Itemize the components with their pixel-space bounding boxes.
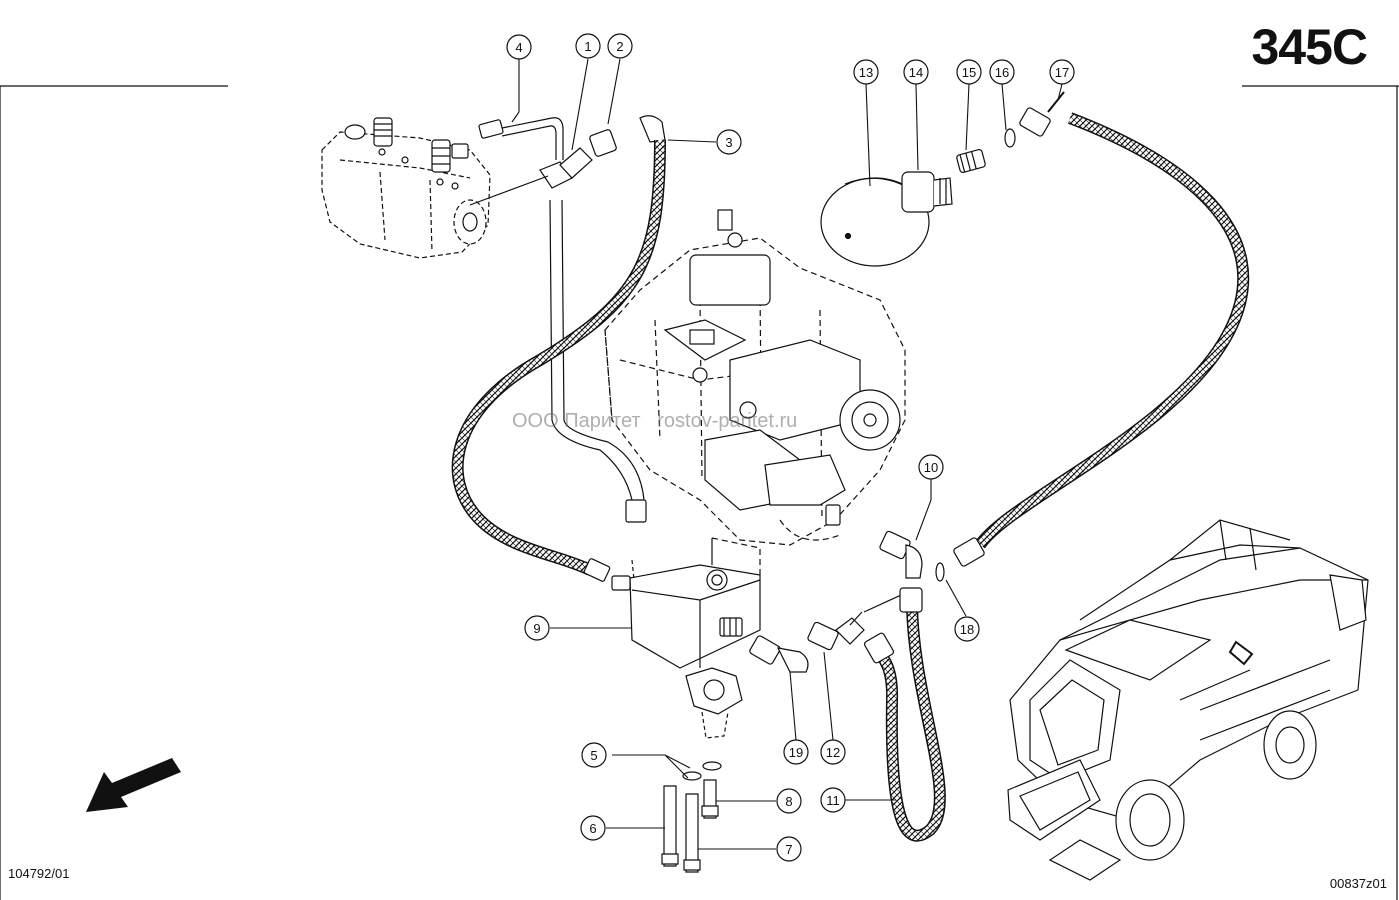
hose-right — [953, 91, 1250, 567]
callout-10: 10 — [918, 454, 944, 480]
callout-17: 17 — [1049, 59, 1075, 85]
hydrostatic-pump — [604, 209, 906, 546]
callout-label: 8 — [785, 794, 792, 809]
callout-16: 16 — [989, 59, 1015, 85]
elbow-fitting — [879, 530, 945, 582]
callout-13: 13 — [853, 59, 879, 85]
combine-harvester-illustration — [1007, 519, 1369, 881]
callout-12: 12 — [820, 739, 846, 765]
page-code: 345C — [1251, 19, 1368, 75]
callout-2: 2 — [607, 33, 633, 59]
hose-bottom — [863, 587, 946, 842]
direction-arrow-icon — [86, 758, 181, 812]
callout-label: 13 — [859, 65, 873, 80]
watermark: ООО Паритет rostov-paritet.ru — [512, 410, 797, 433]
drawing-ref-right: 00837z01 — [1329, 876, 1387, 891]
callout-6: 6 — [580, 815, 606, 841]
callout-label: 9 — [533, 621, 540, 636]
callout-label: 14 — [909, 65, 923, 80]
accumulator — [820, 128, 1016, 267]
callout-label: 10 — [924, 460, 938, 475]
callout-label: 16 — [995, 65, 1009, 80]
drawing-ref-left: 104792/01 — [8, 866, 70, 881]
callout-3: 3 — [716, 129, 742, 155]
callout-19: 19 — [783, 739, 809, 765]
callout-9: 9 — [524, 615, 550, 641]
callout-label: 19 — [789, 745, 803, 760]
fittings-top — [469, 115, 666, 206]
callout-label: 2 — [616, 39, 623, 54]
fittings-bottom — [749, 589, 913, 673]
callout-label: 4 — [515, 40, 522, 55]
callout-label: 3 — [725, 135, 732, 150]
callout-label: 15 — [962, 65, 976, 80]
gear-pump — [321, 117, 491, 259]
hose-left — [451, 139, 666, 582]
leader-lines — [511, 58, 1063, 850]
callout-15: 15 — [956, 59, 982, 85]
callout-11: 11 — [820, 787, 846, 813]
callout-8: 8 — [776, 788, 802, 814]
callout-14: 14 — [903, 59, 929, 85]
page-frame — [0, 85, 1399, 900]
callout-label: 18 — [960, 622, 974, 637]
callout-1: 1 — [575, 33, 601, 59]
callout-label: 7 — [785, 842, 792, 857]
coil-and-bolts — [661, 667, 743, 873]
callout-label: 17 — [1055, 65, 1069, 80]
callout-label: 5 — [590, 748, 597, 763]
callout-label: 1 — [584, 39, 591, 54]
watermark-company: ООО Паритет — [512, 410, 641, 432]
callout-5: 5 — [581, 742, 607, 768]
callout-7: 7 — [776, 836, 802, 862]
callout-4: 4 — [506, 34, 532, 60]
callout-label: 11 — [826, 793, 840, 808]
callout-18: 18 — [954, 616, 980, 642]
rigid-tube — [549, 199, 647, 581]
valve-block — [611, 537, 761, 669]
watermark-site: rostov-paritet.ru — [657, 410, 798, 432]
callout-label: 6 — [589, 821, 596, 836]
callout-label: 12 — [826, 745, 840, 760]
